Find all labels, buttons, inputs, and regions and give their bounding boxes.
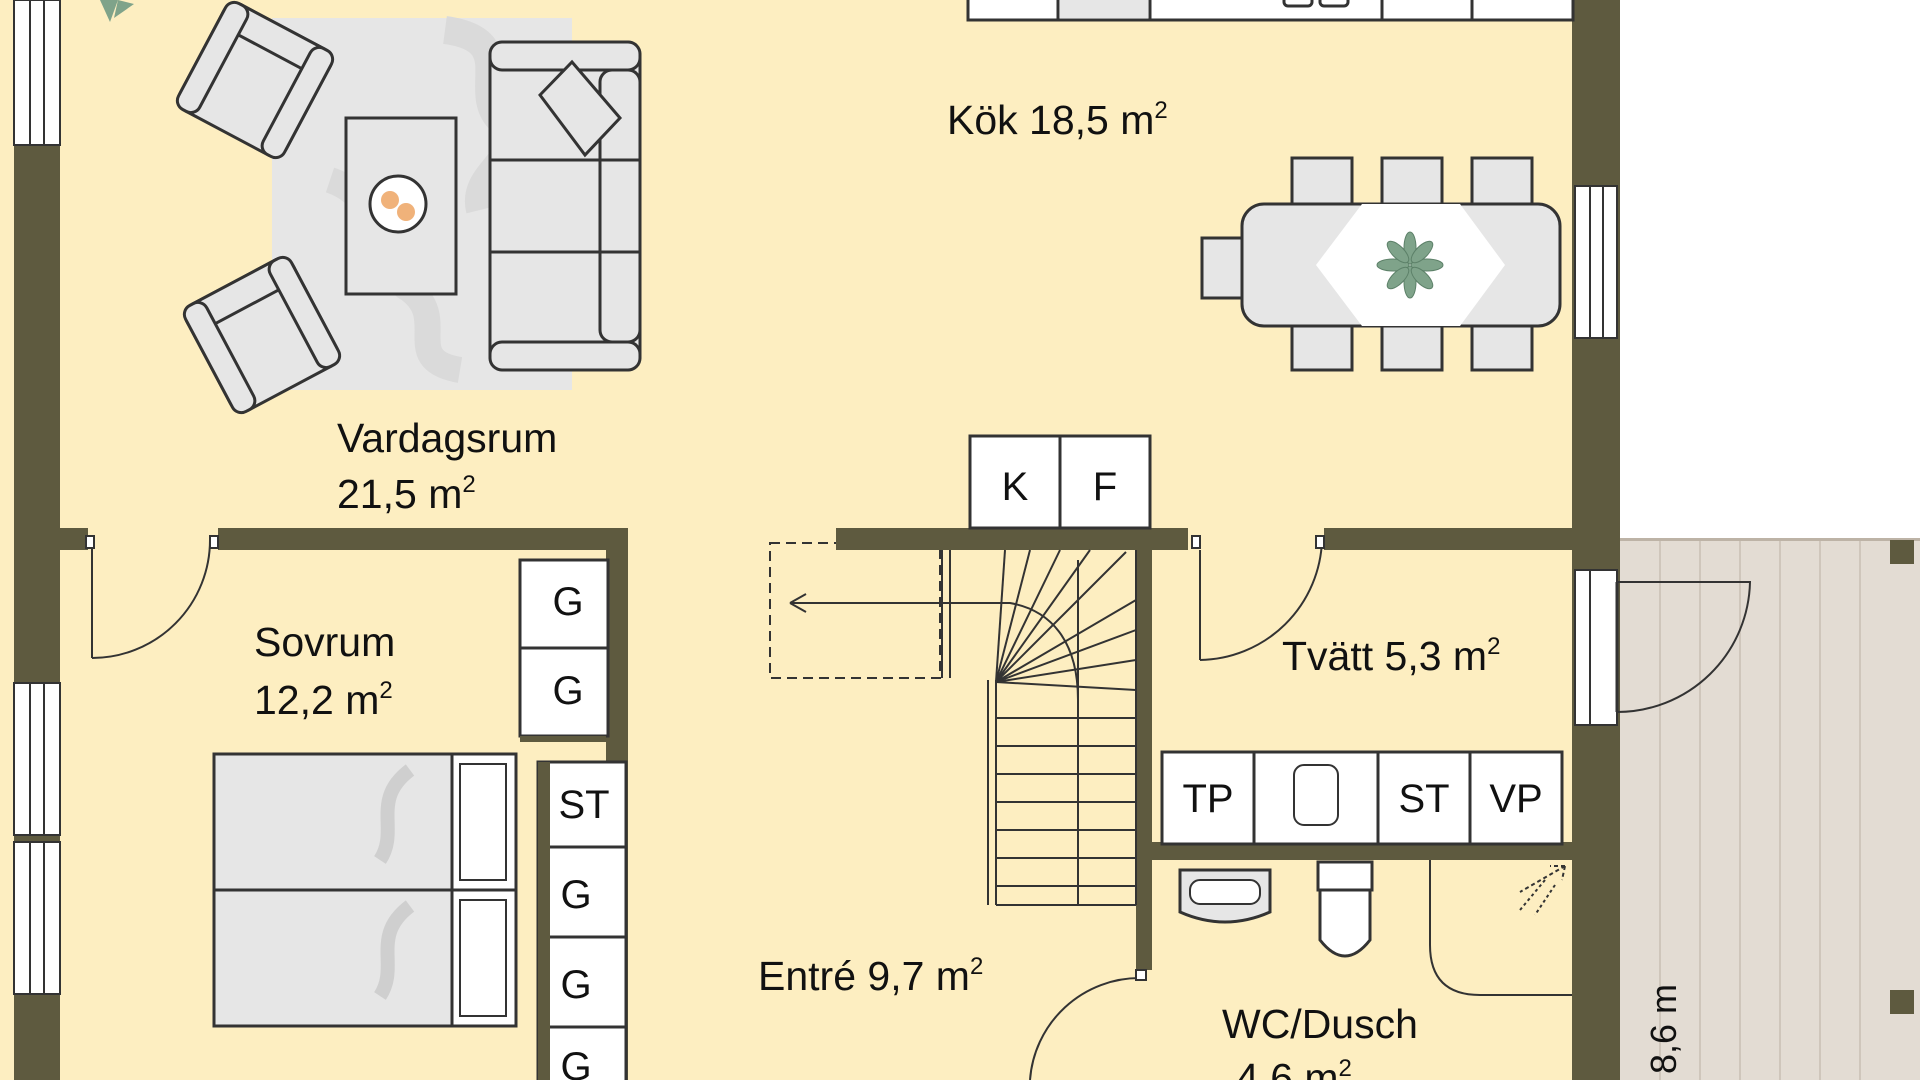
bedroom-door — [85, 535, 219, 659]
room-area-sovrum: 12,2 m2 — [254, 677, 393, 723]
sofa — [488, 40, 642, 372]
window — [13, 682, 61, 836]
plant-icon — [1376, 231, 1444, 299]
closet-label: G — [560, 873, 591, 917]
window — [13, 841, 61, 995]
dining-table — [1200, 156, 1562, 372]
fridge-label: K — [1002, 465, 1029, 509]
hall-closets — [536, 760, 628, 1080]
armchair — [175, 0, 335, 160]
room-label-tvatt: Tvätt 5,3 m2 — [1282, 633, 1500, 679]
bathroom-door — [1029, 969, 1147, 1080]
room-label-sovrum: Sovrum — [254, 619, 395, 665]
cushion — [538, 59, 623, 158]
closet-label: G — [552, 669, 583, 713]
room-label-kok: Kök 18,5 m2 — [947, 97, 1168, 143]
room-label-vardagsrum: Vardagsrum — [337, 415, 557, 461]
dryer-label: TP — [1182, 777, 1233, 821]
room-label-entre: Entré 9,7 m2 — [758, 953, 983, 999]
deck-post — [1890, 990, 1914, 1014]
storage-label: ST — [558, 783, 609, 827]
terrace-deck — [1620, 538, 1920, 1080]
double-bed — [212, 752, 518, 1028]
bedroom-closets — [518, 558, 610, 738]
room-area-wc: 4,6 m2 — [1236, 1055, 1352, 1080]
room-area-vardagsrum: 21,5 m2 — [337, 471, 476, 517]
fridge-freezer — [968, 434, 1152, 530]
staircase — [769, 542, 1137, 906]
room-label-wc: WC/Dusch — [1222, 1001, 1418, 1047]
plant-icon — [100, 0, 134, 22]
shower-area — [1429, 860, 1572, 996]
laundry-door — [1191, 535, 1325, 661]
freezer-label: F — [1093, 465, 1117, 509]
kitchen-counter — [966, 0, 1575, 22]
stair-tread — [996, 717, 1136, 906]
deck-dimension-label: 8,6 m — [1643, 984, 1684, 1074]
washer-label: VP — [1489, 777, 1542, 821]
window — [13, 0, 61, 146]
wash-basin — [1178, 868, 1272, 924]
storage-label: ST — [1398, 777, 1449, 821]
shower-head-icon — [1519, 865, 1566, 893]
armchair — [182, 255, 342, 415]
closet-label: G — [560, 1045, 591, 1080]
toilet — [1316, 860, 1374, 958]
window — [1574, 185, 1618, 339]
deck-post — [1890, 540, 1914, 564]
closet-label: G — [560, 963, 591, 1007]
laundry-sink — [1293, 764, 1339, 826]
terrace-door — [1574, 569, 1752, 726]
living-room-furniture — [175, 0, 642, 415]
closet-label: G — [552, 580, 583, 624]
